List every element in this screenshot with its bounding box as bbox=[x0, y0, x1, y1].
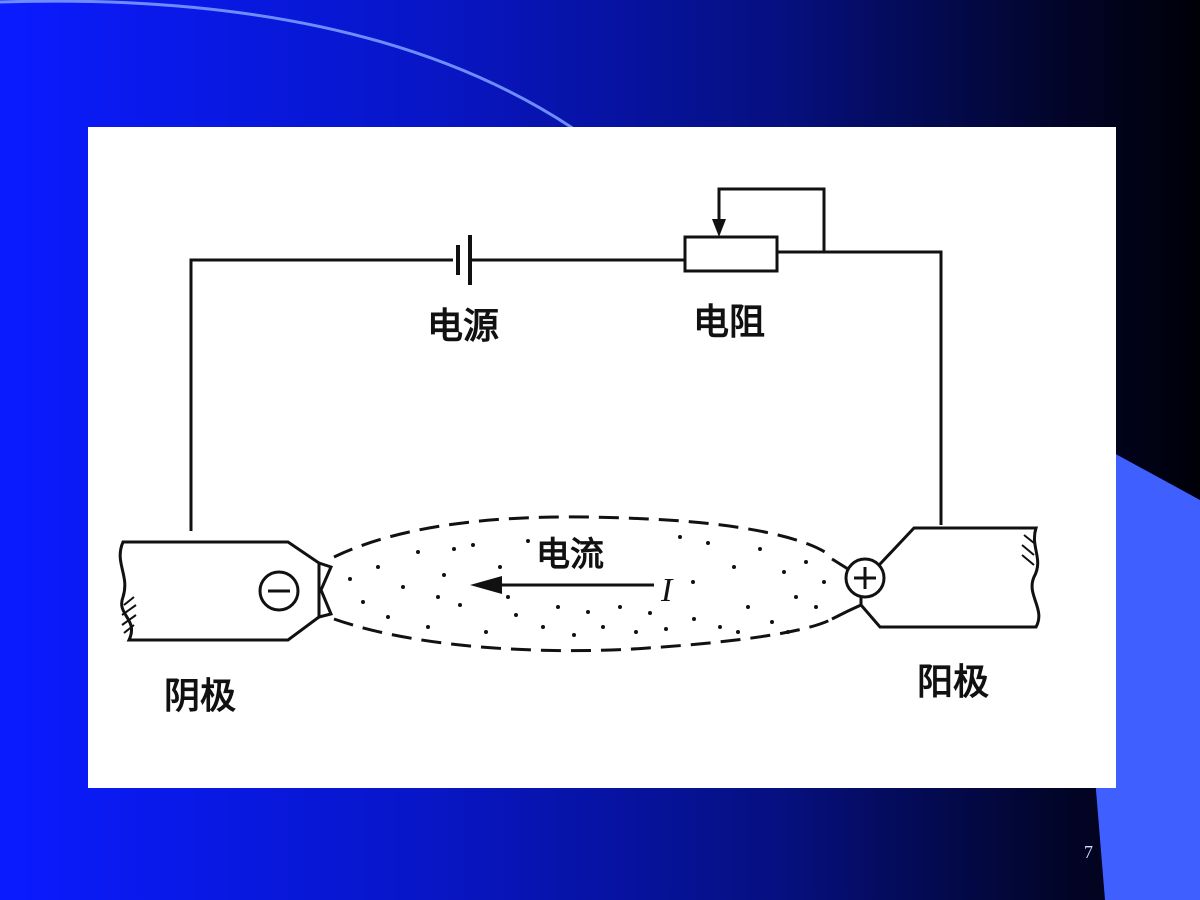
current-label: 电流 bbox=[536, 535, 604, 575]
anode-electrode bbox=[859, 526, 1041, 629]
rheostat-loop bbox=[717, 187, 826, 252]
wire-right bbox=[778, 250, 943, 525]
cathode-electrode bbox=[118, 540, 321, 642]
arc-particles bbox=[348, 535, 826, 637]
page-number: 7 bbox=[1084, 842, 1093, 862]
cathode-tip bbox=[318, 561, 334, 619]
wire-left bbox=[189, 258, 453, 531]
current-symbol-label: I bbox=[661, 572, 673, 609]
current-arrow-head bbox=[470, 576, 502, 594]
rheostat-arrow bbox=[712, 219, 726, 237]
arc-envelope-bottom bbox=[333, 617, 833, 653]
accent-triangle bbox=[1090, 440, 1200, 900]
decorative-arc bbox=[0, 0, 591, 142]
cathode-hatch bbox=[121, 596, 137, 634]
arc-envelope-top bbox=[333, 515, 833, 559]
anode-label: 阳极 bbox=[917, 662, 990, 703]
arc-circuit-diagram bbox=[118, 187, 1041, 653]
diagram-panel: 电源 电阻 电流 I 阴极 阳极 bbox=[88, 127, 1116, 788]
resistor-label: 电阻 bbox=[693, 302, 766, 343]
power-source-label: 电源 bbox=[427, 306, 500, 347]
cathode-label: 阴极 bbox=[164, 676, 237, 717]
resistor-body bbox=[683, 235, 779, 273]
anode-hatch bbox=[1021, 534, 1035, 566]
